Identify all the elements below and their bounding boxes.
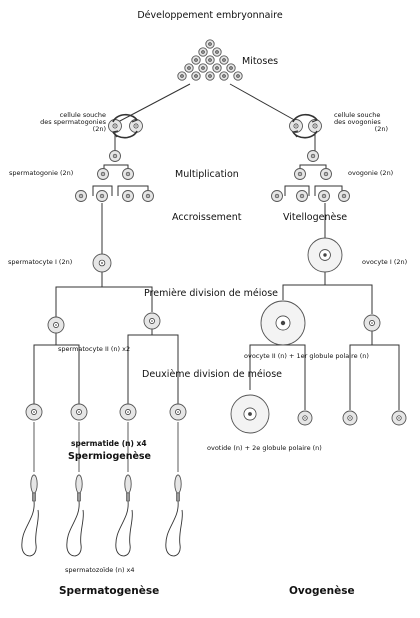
mitosis-cell xyxy=(226,63,236,73)
male-spermatogonie-cell xyxy=(97,168,109,180)
female-ovogonie-cell xyxy=(307,150,319,162)
ovocyte-ii-cell xyxy=(260,300,306,346)
mitosis-cell xyxy=(191,55,201,65)
female-footer-title: Ovogenèse xyxy=(289,585,355,597)
mitosis-cell xyxy=(233,71,243,81)
mitosis-cell xyxy=(198,47,208,57)
spermatide-cell xyxy=(70,403,88,421)
female-ovogonie-cell xyxy=(296,190,308,202)
female-ovogonie-cell xyxy=(271,190,283,202)
male-stem-cell xyxy=(129,119,143,133)
mitosis-cell xyxy=(177,71,187,81)
ovocyte-i-cell xyxy=(307,237,343,273)
polar-body-cell xyxy=(342,410,358,426)
spermatocyte-ii-cell xyxy=(143,312,161,330)
spermatocyte-ii-label: spermatocyte II (n) x2 xyxy=(58,345,131,353)
stage-label-multiplication: Multiplication xyxy=(175,169,239,180)
page-title: Développement embryonnaire xyxy=(137,10,283,21)
female-line xyxy=(349,344,400,410)
spermatozoide-shape xyxy=(66,422,84,557)
female-ovogonie-cell xyxy=(338,190,350,202)
male-branch-line xyxy=(117,83,191,123)
mitosis-cell xyxy=(205,71,215,81)
male-spermatogonie-cell xyxy=(75,190,87,202)
female-stem-cell-label: cellule souche des ovogonies (2n) xyxy=(334,111,388,133)
stage-label-vitellogenese: Vitellogenèse xyxy=(283,212,348,223)
ovocyte-i-label: ovocyte I (2n) xyxy=(362,258,408,266)
spermatide-cell xyxy=(119,403,137,421)
male-cycle-arrows-icon xyxy=(111,113,139,139)
stage-label-spermiogenese: Spermiogenèse xyxy=(68,451,151,462)
male-line xyxy=(55,286,153,318)
mitosis-cell xyxy=(219,71,229,81)
spermatide-cell xyxy=(25,403,43,421)
male-stem-cell-label: cellule souche des spermatogonies (2n) xyxy=(40,111,106,133)
mitosis-cell xyxy=(212,63,222,73)
mitosis-cell xyxy=(219,55,229,65)
mitosis-cell xyxy=(205,55,215,65)
spermatide-label: spermatide (n) x4 xyxy=(71,439,147,448)
spermatocyte-ii-cell xyxy=(47,316,65,334)
ovogonie-label: ovogonie (2n) xyxy=(348,169,394,177)
spermatozoide-shape xyxy=(21,422,39,557)
ovotide-label: ovotide (n) + 2e globule polaire (n) xyxy=(207,444,322,452)
cells-layer xyxy=(25,39,407,434)
spermatozoide-shape xyxy=(115,422,133,557)
spermatogonie-label: spermatogonie (2n) xyxy=(9,169,74,177)
mitosis-cell xyxy=(191,71,201,81)
male-footer-title: Spermatogenèse xyxy=(59,585,160,597)
mitosis-cell xyxy=(184,63,194,73)
mitosis-cell xyxy=(205,39,215,49)
female-stem-cell xyxy=(308,119,322,133)
female-cycle-arrows-icon xyxy=(291,113,319,139)
lineage-lines xyxy=(33,83,400,410)
stage-label-mitoses: Mitoses xyxy=(242,56,279,67)
polar-body-cell xyxy=(297,410,313,426)
female-stem-cell xyxy=(289,119,303,133)
mitosis-cell xyxy=(212,47,222,57)
spermatide-cell xyxy=(169,403,187,421)
male-spermatogonie-cell xyxy=(122,190,134,202)
stage-label-deuxieme-division: Deuxième division de méiose xyxy=(142,369,283,380)
female-branch-line xyxy=(229,83,299,123)
stage-label-accroissement: Accroissement xyxy=(172,212,242,223)
female-line xyxy=(282,284,373,314)
stage-label-premiere-division: Première division de méiose xyxy=(144,288,279,299)
male-spermatogonie-cell xyxy=(142,190,154,202)
first-polar-body-cell xyxy=(363,314,381,332)
ovotide-cell xyxy=(230,394,270,434)
spermatozoide-label: spermatozoïde (n) x4 xyxy=(65,566,135,574)
male-spermatogonie-cell xyxy=(96,190,108,202)
spermatocyte-i-cell xyxy=(92,253,112,273)
male-spermatogonie-cell xyxy=(109,150,121,162)
male-line xyxy=(127,334,179,408)
polar-body-cell xyxy=(391,410,407,426)
male-spermatogonie-cell xyxy=(122,168,134,180)
male-line xyxy=(33,344,80,408)
female-ovogonie-cell xyxy=(318,190,330,202)
female-line xyxy=(284,185,310,196)
male-stem-cell xyxy=(108,119,122,133)
spermatozoa-layer xyxy=(21,422,183,557)
ovocyte-ii-label: ovocyte II (n) + 1er globule polaire (n) xyxy=(244,352,369,360)
spermatocyte-i-label: spermatocyte I (2n) xyxy=(8,258,73,266)
male-line xyxy=(92,185,113,196)
spermatozoide-shape xyxy=(165,422,183,557)
mitosis-cell xyxy=(198,63,208,73)
female-line xyxy=(283,344,306,410)
female-line xyxy=(249,344,283,390)
female-ovogonie-cell xyxy=(320,168,332,180)
female-ovogonie-cell xyxy=(294,168,306,180)
